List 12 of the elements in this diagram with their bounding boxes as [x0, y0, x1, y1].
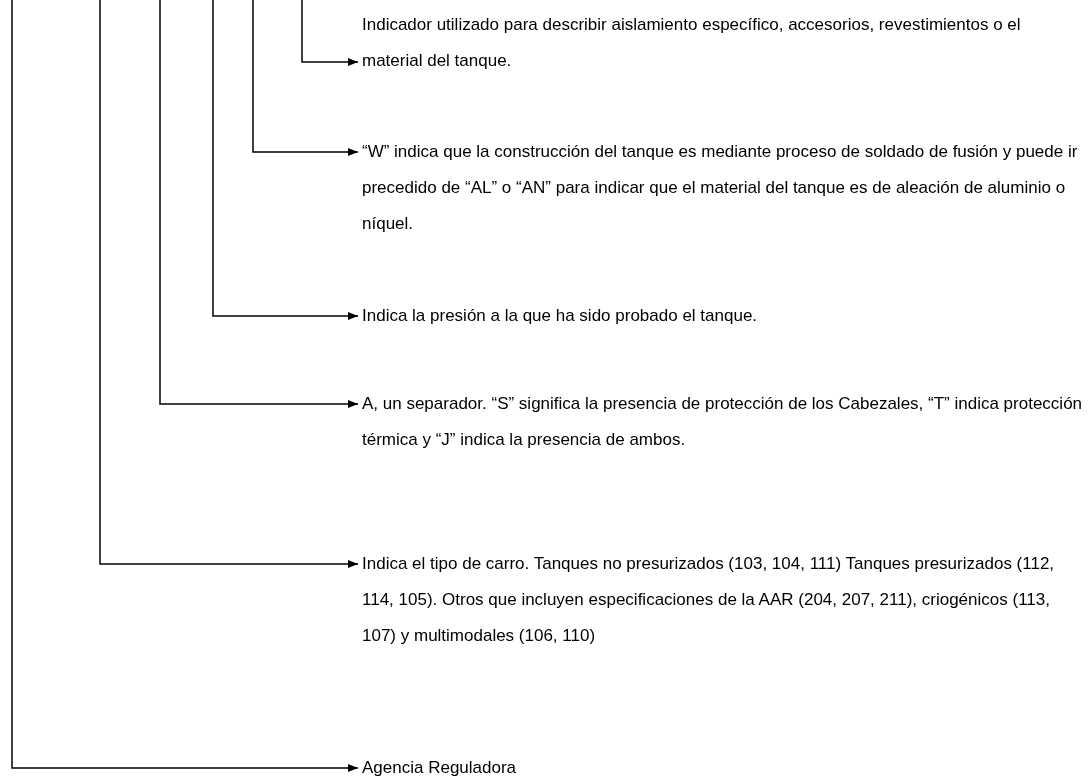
annotation-text: Agencia Reguladora: [362, 750, 1084, 783]
leader-line: [301, 0, 359, 66]
leader-line: [11, 0, 359, 772]
annotation-text: “W” indica que la construcción del tanque es mediante proceso de soldado de fusión y puede ir precedido de “AL” o “AN” para indicar que el material del tanque es de aleación de aluminio o níquel.: [362, 134, 1084, 242]
annotation-text: A, un separador. “S” significa la presencia de protección de los Cabezales, “T” indica protección térmica y “J” indica la presencia de ambos.: [362, 386, 1084, 458]
leader-line: [252, 0, 359, 156]
leader-line: [212, 0, 359, 320]
leader-line: [99, 0, 359, 568]
annotation-text: Indicador utilizado para describir aislamiento específico, accesorios, revestimientos o el material del tanque.: [362, 7, 1084, 79]
annotation-text: Indica la presión a la que ha sido probado el tanque.: [362, 298, 1084, 334]
annotation-text: Indica el tipo de carro. Tanques no presurizados (103, 104, 111) Tanques presurizados (112, 114, 105). Otros que incluyen especificaciones de la AAR (204, 207, 211), criogénicos (113, 107) y multimodales (106, 110): [362, 546, 1084, 654]
leader-line: [159, 0, 359, 408]
